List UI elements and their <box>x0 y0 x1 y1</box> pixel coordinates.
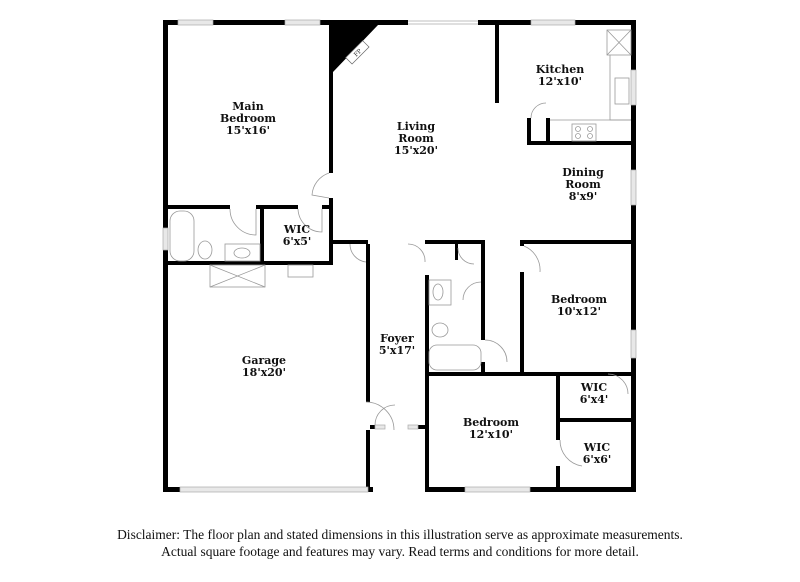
wic-2-size: 6'x4' <box>580 393 609 406</box>
room-labels: Main Bedroom 15'x16' Living Room 15'x20'… <box>220 63 611 466</box>
garage-size: 18'x20' <box>242 366 286 379</box>
wic-main-size: 6'x5' <box>283 235 312 248</box>
wic-3-size: 6'x6' <box>583 453 612 466</box>
disclaimer-line-2: Actual square footage and features may v… <box>161 544 639 559</box>
bedroom-1-label: Bedroom <box>551 293 607 306</box>
vanity <box>224 243 261 262</box>
living-room-size: 15'x20' <box>394 144 438 157</box>
kitchen-label: Kitchen <box>536 63 585 76</box>
wic-2-label: WIC <box>580 381 607 394</box>
fridge <box>606 29 632 56</box>
wic-3-label: WIC <box>583 441 610 454</box>
main-bedroom-label-2: Bedroom <box>220 112 276 125</box>
windows <box>162 19 637 493</box>
living-room-label: Living <box>397 120 435 133</box>
dining-room-label: Dining <box>562 166 604 179</box>
bathtub <box>169 210 195 262</box>
disclaimer: Disclaimer: The floor plan and stated di… <box>0 526 800 560</box>
toilet <box>197 240 213 260</box>
dining-room-label-2: Room <box>565 178 601 191</box>
foyer-label: Foyer <box>380 332 414 345</box>
kitchen-size: 12'x10' <box>538 75 582 88</box>
main-bedroom-label: Main <box>232 100 263 113</box>
bath-toilet <box>431 322 449 338</box>
wic-main-label: WIC <box>283 223 310 236</box>
sliding-door <box>408 20 478 25</box>
foyer-size: 5'x17' <box>379 344 415 357</box>
walls <box>163 20 636 492</box>
bedroom-2-size: 12'x10' <box>469 428 513 441</box>
doors <box>229 102 629 467</box>
fixtures <box>169 29 632 371</box>
disclaimer-line-1: Disclaimer: The floor plan and stated di… <box>117 527 683 542</box>
kitchen-sink <box>614 77 630 105</box>
living-room-label-2: Room <box>398 132 434 145</box>
sink <box>233 247 251 259</box>
fireplace-label: FP <box>353 48 364 59</box>
dining-room-size: 8'x9' <box>569 190 598 203</box>
bedroom-2-label: Bedroom <box>463 416 519 429</box>
fireplace: FP <box>345 40 370 65</box>
main-bedroom-size: 15'x16' <box>226 124 270 137</box>
bath-tub <box>428 344 482 371</box>
garage-label: Garage <box>242 354 286 367</box>
stove <box>571 123 597 142</box>
bedroom-1-size: 10'x12' <box>557 305 601 318</box>
bath-sink <box>428 279 452 306</box>
